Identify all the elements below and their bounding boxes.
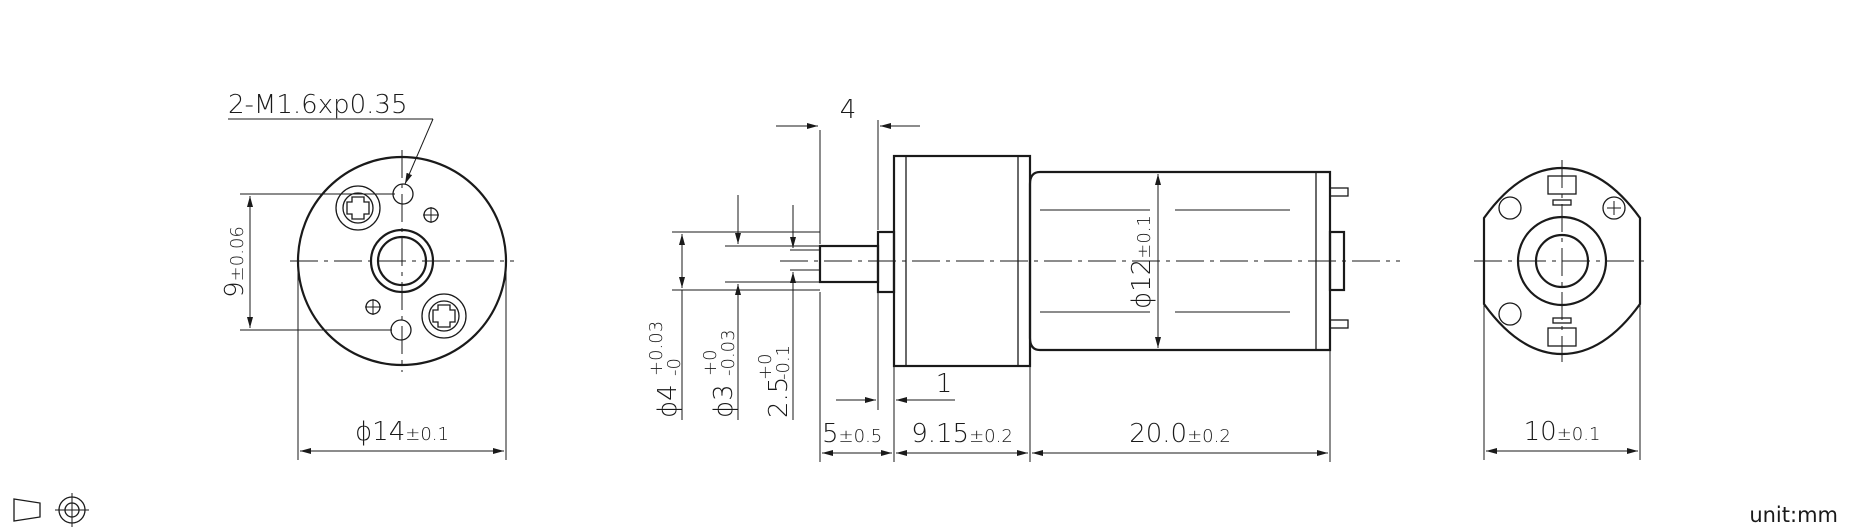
terminal-slot-bottom (1552, 317, 1572, 324)
third-angle-projection-icon (13, 493, 89, 527)
screw-head-upper (335, 185, 381, 231)
small-shaft-diameter-tol-lower: -0.03 (718, 329, 739, 376)
small-shaft-diameter-label: ϕ3 (709, 384, 739, 418)
side-view: 4 ϕ12±0.1 ϕ4 +0.03 -0 ϕ3 (646, 95, 1400, 462)
motor-body (1028, 170, 1332, 352)
terminal-lower (1329, 319, 1349, 329)
threaded-hole-lower (390, 319, 412, 341)
flat-tol-upper: +0 (755, 353, 776, 380)
terminal-top (1547, 175, 1577, 195)
small-shaft-diameter-tol-upper: +0 (700, 349, 721, 376)
shaft-diameter-tol-upper: +0.03 (646, 321, 667, 376)
bearing-bore (1534, 233, 1590, 289)
shaft-boss (369, 228, 435, 294)
rear-view: 10±0.1 (1474, 160, 1650, 460)
rear-width-label: 10±0.1 (1524, 417, 1601, 447)
shaft-diameter-label: ϕ4 (653, 384, 683, 418)
shaft-length-top-label: 4 (840, 95, 857, 125)
marker-hole-left-lower (1498, 302, 1522, 326)
diameter-label: ϕ14±0.1 (355, 417, 449, 447)
terminal-upper (1329, 187, 1349, 197)
end-bushing (1328, 230, 1346, 292)
thread-note: 2-M1.6xp0.35 (228, 90, 408, 120)
polarity-plus-mark (1602, 196, 1626, 220)
unit-label: unit:mm (1749, 503, 1838, 527)
shaft-length-label: 5±0.5 (822, 419, 882, 449)
flat-tol-lower: -0.1 (773, 345, 794, 380)
thread-leader (404, 118, 434, 185)
shaft-diameter-tol-lower: -0 (664, 358, 685, 376)
flange (876, 230, 896, 294)
output-shaft (818, 244, 880, 284)
gearbox-length-label: 9.15±0.2 (911, 419, 1013, 449)
screw-head-lower (421, 293, 467, 339)
motor-length-label: 20.0±0.2 (1129, 419, 1231, 449)
front-view: 2-M1.6xp0.35 9±0.06 ϕ14±0.1 (220, 90, 514, 460)
terminal-bottom (1547, 327, 1577, 347)
flat-label: 2.5 (764, 377, 794, 418)
marker-hole-left-upper (1498, 196, 1522, 220)
threaded-hole-upper (392, 183, 414, 205)
flange-thickness-label: 1 (936, 369, 953, 399)
bearing-boss (1516, 215, 1608, 307)
hole-pitch-label: 9±0.06 (220, 226, 250, 298)
shaft (376, 235, 428, 287)
motor-diameter-label: ϕ12±0.1 (1127, 215, 1157, 309)
terminal-slot-top (1552, 199, 1572, 206)
